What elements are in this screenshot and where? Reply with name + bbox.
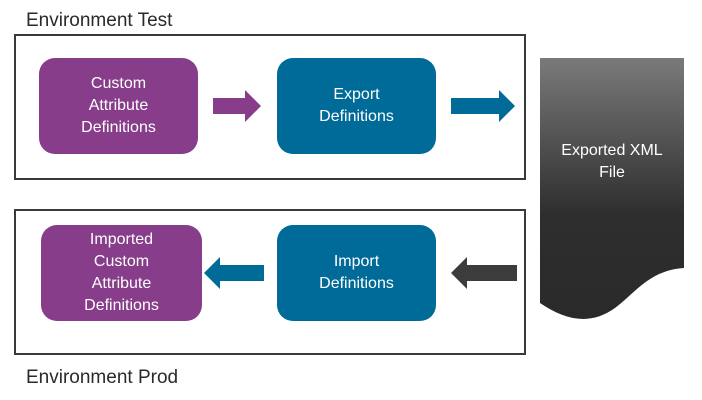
custom-attribute-definitions-node: Custom Attribute Definitions <box>39 58 198 154</box>
arrow-right-purple <box>213 90 261 122</box>
imported-custom-attribute-definitions-node: Imported Custom Attribute Definitions <box>41 225 202 321</box>
arrow-left-dark <box>451 257 517 289</box>
node-line: Definitions <box>319 275 394 292</box>
arrow-left-blue <box>204 257 264 289</box>
node-line: Definitions <box>81 119 156 136</box>
arrow-right-blue <box>451 90 515 122</box>
node-line: Export <box>333 86 380 103</box>
node-line: Attribute <box>88 97 149 114</box>
node-line: Import <box>333 253 380 270</box>
export-definitions-node: Export Definitions <box>277 58 436 154</box>
environment-prod-label: Environment Prod <box>26 367 179 388</box>
exported-xml-file-label: Exported XML File <box>540 140 684 184</box>
environment-test-label: Environment Test <box>26 10 173 31</box>
exported-xml-file-document-icon <box>540 58 684 319</box>
node-line: Custom <box>90 75 147 92</box>
import-definitions-node: Import Definitions <box>277 225 436 321</box>
node-line: Exported XML <box>561 142 663 159</box>
node-line: Imported <box>89 231 154 248</box>
node-line: Attribute <box>91 275 152 292</box>
node-line: Definitions <box>84 297 159 314</box>
node-line: Definitions <box>319 108 394 125</box>
node-line: Custom <box>93 253 150 270</box>
node-line: File <box>599 164 625 181</box>
